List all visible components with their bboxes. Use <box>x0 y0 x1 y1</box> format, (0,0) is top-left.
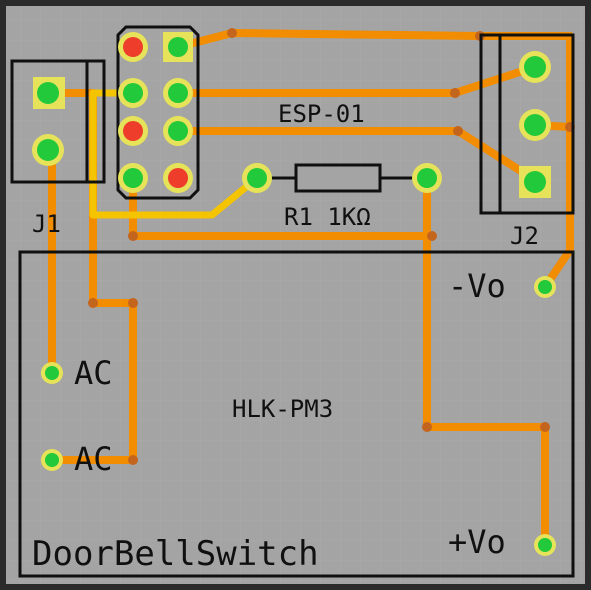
j1-label: J1 <box>32 210 61 238</box>
j2-outline <box>479 33 575 215</box>
esp-header-outline <box>116 25 200 200</box>
minus-vo-label: -Vo <box>448 267 506 305</box>
j1-outline <box>10 59 106 184</box>
ac-bottom-label: AC <box>74 440 113 478</box>
silkscreen <box>10 25 575 578</box>
esp-label: ESP-01 <box>278 100 365 128</box>
jumper-trace <box>89 89 260 219</box>
pads <box>32 32 556 556</box>
j2-label: J2 <box>510 222 539 250</box>
trace-vo-plus <box>423 174 549 549</box>
module-label: HLK-PM3 <box>232 395 333 423</box>
r1-label: R1 1KΩ <box>284 203 371 231</box>
ac-top-label: AC <box>74 354 113 392</box>
hlk-module-outline <box>18 250 575 578</box>
plus-vo-label: +Vo <box>448 523 506 561</box>
board-title: DoorBellSwitch <box>32 534 319 574</box>
r1-body <box>294 163 382 193</box>
